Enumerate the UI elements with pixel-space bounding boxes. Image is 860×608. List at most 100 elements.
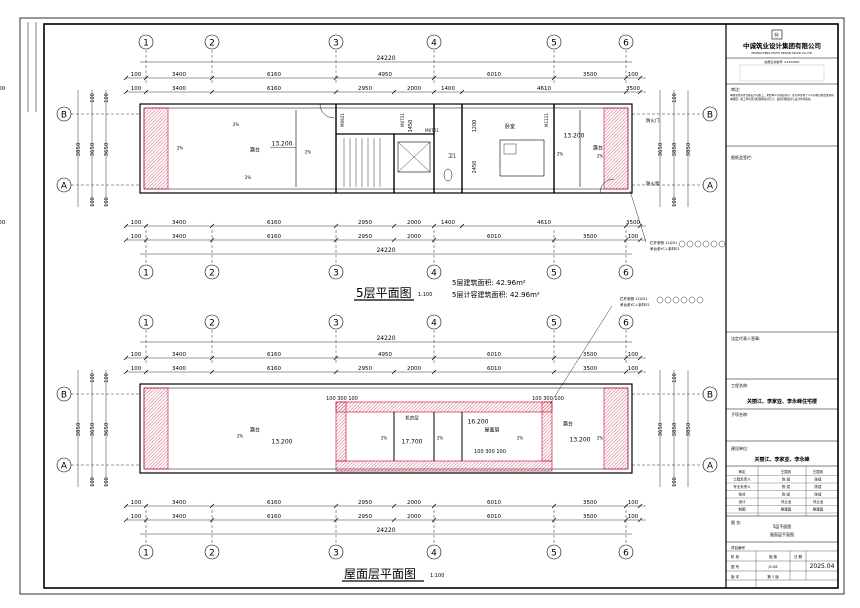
axis-label-5: 5 xyxy=(551,269,557,279)
dim-top2-value: 2000 xyxy=(407,366,421,372)
dim-top1-tick xyxy=(209,355,215,361)
parapet-right xyxy=(541,401,553,462)
side-dim-value: 3850 xyxy=(76,142,82,156)
slope-label: 2% xyxy=(597,154,604,159)
dim-bot2-value: 6010 xyxy=(487,514,501,520)
axis-bubble-6 xyxy=(618,34,634,50)
dim-bot1-tick xyxy=(623,223,629,229)
dim-bot2-tick xyxy=(209,237,215,243)
dim-bot1-value: 100 xyxy=(131,500,142,506)
dim-bot1-tick xyxy=(143,223,149,229)
dim-bot2-tick xyxy=(143,517,149,523)
axis-bubble-3 xyxy=(328,314,344,330)
outer-wall xyxy=(139,383,633,474)
side-dim-value: 100 xyxy=(90,373,96,383)
dim-bot1-value: 6010 xyxy=(487,500,501,506)
dim-bot1-tick xyxy=(143,503,149,509)
dim-bot2-value: 6160 xyxy=(267,514,281,520)
dim-top2-value: 3400 xyxy=(172,86,186,92)
dim-top2-value: 3500 xyxy=(583,366,597,372)
dim-top1-tick xyxy=(623,355,629,361)
dim-top2-tick xyxy=(209,369,215,375)
side-dim-value: 100 xyxy=(672,93,678,103)
dim-top1-value: 100 xyxy=(628,72,639,78)
dim-bot2-value: 6160 xyxy=(267,234,281,240)
dim-top2-tick xyxy=(391,89,397,95)
axis-bubble-6 xyxy=(618,264,634,280)
dim-top1-tick xyxy=(637,355,643,361)
door-swing xyxy=(599,178,615,194)
dim-bot2-value: 100 xyxy=(131,234,142,240)
dim-top1-tick xyxy=(123,75,129,81)
slope-label: 2% xyxy=(245,175,252,180)
total-dim: 24220 xyxy=(376,247,395,254)
role-signature: 陈斌 xyxy=(815,492,823,497)
side-dim-value: 3650 xyxy=(104,422,110,436)
dim-bot2-tick xyxy=(431,517,437,523)
company-name: 中诚筑业设计集团有限公司 xyxy=(743,41,821,50)
dim-bot1-value: 3400 xyxy=(172,500,186,506)
dim-top2-tick xyxy=(459,89,465,95)
axis-label-1: 1 xyxy=(143,269,149,279)
side-dim-value: 100 xyxy=(104,373,110,383)
dim-top2-value: 3400 xyxy=(172,366,186,372)
role-name: 刘云龙 xyxy=(781,499,792,504)
row-label-B: B xyxy=(707,111,713,121)
role-signature: 黎建国 xyxy=(813,507,824,512)
dim-bot2-tick xyxy=(551,237,557,243)
role-name: 陈 斌 xyxy=(782,477,791,482)
side-dim-value: 3650 xyxy=(658,142,664,156)
dim-bot2-value: 2950 xyxy=(358,234,372,240)
cert-box xyxy=(739,64,825,82)
slope-label: 2% xyxy=(557,152,564,157)
dim-bot2-tick xyxy=(333,237,339,243)
axis-label-3: 3 xyxy=(333,319,339,329)
axis-bubble-4 xyxy=(426,34,442,50)
detail-note: 承台参YC-L参材02 xyxy=(650,246,680,251)
dim-top1-tick xyxy=(551,75,557,81)
total-dim: 24220 xyxy=(376,527,395,534)
dim-top1-value: 6010 xyxy=(487,352,501,358)
axis-bubble-1 xyxy=(138,544,154,560)
dim-top2-value: 6010 xyxy=(487,366,501,372)
role-title: 专业负责人 xyxy=(733,484,751,489)
dim-top1-value: 6010 xyxy=(487,72,501,78)
dim-bot2-tick xyxy=(431,237,437,243)
role-title: 制图 xyxy=(739,507,747,512)
axis-bubble-2 xyxy=(204,314,220,330)
row-label-A: A xyxy=(61,182,68,192)
dim-top1-tick xyxy=(333,355,339,361)
dim-top1-tick xyxy=(333,75,339,81)
row-label-B: B xyxy=(61,391,67,401)
total-dim: 24220 xyxy=(376,335,395,342)
door-code: M0721 xyxy=(400,113,405,127)
dim-bot2-tick xyxy=(637,517,643,523)
axis-bubble-3 xyxy=(328,544,344,560)
axis-label-3: 3 xyxy=(333,549,339,559)
dim-top2-tick xyxy=(333,369,339,375)
date-value: 2025.04 xyxy=(810,563,835,570)
axis-bubble-6 xyxy=(618,314,634,330)
inner-border xyxy=(43,23,839,589)
detail-bubble xyxy=(686,240,694,248)
axis-label-4: 4 xyxy=(431,269,437,279)
company-logo-mark: Ⓜ xyxy=(774,32,779,39)
side-dim-value: 3850 xyxy=(686,422,692,436)
dim-top1-tick xyxy=(123,355,129,361)
dim-top1-value: 3500 xyxy=(583,72,597,78)
axis-label-1: 1 xyxy=(143,549,149,559)
dim-top1-value: 100 xyxy=(628,352,639,358)
note-fire-door: 防火门 xyxy=(646,117,660,124)
dim-bot1-tick xyxy=(431,223,437,229)
approval-label: 图纸会签栏: xyxy=(731,154,752,160)
dim-bot2-value: 3500 xyxy=(583,234,597,240)
dim-bot1-value: 100 xyxy=(131,220,142,226)
axis-label-4: 4 xyxy=(431,319,437,329)
hatched-wall-right xyxy=(603,107,629,190)
dim-bot2-value: 100 xyxy=(628,234,639,240)
dim-top2-tick xyxy=(333,89,339,95)
dim-bot2-value: 2000 xyxy=(407,514,421,520)
dim-bot1-value: 1400 xyxy=(441,220,455,226)
dim-top1-value: 6160 xyxy=(267,72,281,78)
